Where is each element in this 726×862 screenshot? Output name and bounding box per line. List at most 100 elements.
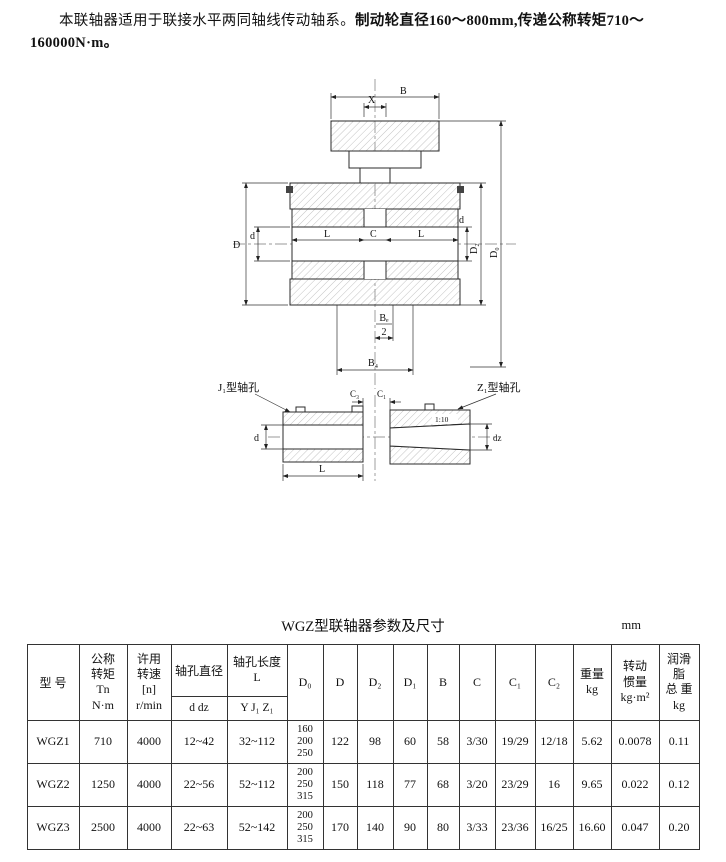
cell-D: 122 (322, 719, 358, 764)
cell-B: 68 (426, 762, 460, 807)
coupling-diagram: B X D d L C L d D₂ D₀ Bₑ 2 B₄ J₁型轴孔 Z₁型轴… (218, 78, 521, 481)
header-D2: D₂ (356, 643, 394, 721)
cell-grease: 0.11 (658, 719, 700, 764)
row-wgz3: WGZ3 2500 4000 22~63 52~142 200 250 315 … (26, 805, 700, 850)
intro-text-emphasis: 制动轮直径160～800mm,传递公称转矩710～160000N·m。 (30, 13, 645, 52)
table-body: WGZ1 710 4000 12~42 32~112 160 200 250 1… (26, 719, 700, 850)
cell-C1: 19/29 (494, 719, 536, 764)
dim-label-C1: C₁ (377, 389, 386, 399)
cell-B: 80 (426, 805, 460, 850)
cell-inertia: 0.047 (610, 805, 660, 850)
taper-label: 1:10 (435, 415, 449, 424)
cell-C2: 16/25 (534, 805, 574, 850)
cell-grease: 0.20 (658, 805, 700, 850)
row-wgz2: WGZ2 1250 4000 22~56 52~112 200 250 315 … (26, 762, 700, 807)
cell-speed: 4000 (126, 762, 172, 807)
cell-C2: 16 (534, 762, 574, 807)
header-speed: 许用 转速 [n] r/min (126, 643, 172, 721)
header-row-2: d dz Y J₁ Z₁ (27, 695, 699, 721)
cell-D2: 98 (356, 719, 394, 764)
dim-label-C3: C₃ (350, 389, 359, 399)
cell-grease: 0.12 (658, 762, 700, 807)
dim-label-B4: B₄ (368, 358, 379, 369)
cell-model: WGZ1 (26, 719, 80, 764)
header-D0: D₀ (286, 643, 324, 721)
cell-C: 3/30 (458, 719, 496, 764)
cell-C2: 12/18 (534, 719, 574, 764)
header-C1: C₁ (494, 643, 536, 721)
diagram-labels: B X D d L C L d D₂ D₀ Bₑ 2 B₄ J₁型轴孔 Z₁型轴… (218, 86, 521, 475)
cell-C1: 23/29 (494, 762, 536, 807)
cell-D0: 200 250 315 (286, 805, 324, 850)
dim-label-D2: D₂ (469, 243, 480, 254)
dim-label-Be-denominator: 2 (382, 327, 387, 338)
header-torque: 公称 转矩 Tn N·m (78, 643, 128, 721)
j1-bore-detail (254, 393, 364, 481)
cell-D1: 77 (392, 762, 428, 807)
cell-D1: 90 (392, 805, 428, 850)
header-C2: C₂ (534, 643, 574, 721)
header-D1: D₁ (392, 643, 428, 721)
dim-label-L-right: L (418, 229, 424, 240)
cell-C: 3/20 (458, 762, 496, 807)
header-bore-diameter: 轴孔直径 (170, 643, 228, 697)
header-row-1: 型 号 公称 转矩 Tn N·m 许用 转速 [n] r/min 轴孔直径 轴孔… (26, 643, 700, 721)
dim-label-Be-numerator: Bₑ (379, 313, 389, 324)
table-caption: WGZ型联轴器参数及尺寸 mm (27, 615, 699, 636)
header-bore-diameter-symbols: d dz (170, 695, 228, 721)
header-grease: 润滑脂 总 重 kg (658, 643, 700, 721)
z1-bore-detail (389, 393, 497, 465)
cell-weight: 5.62 (572, 719, 612, 764)
dimension-lines (242, 92, 506, 375)
table-header: 型 号 公称 转矩 Tn N·m 许用 转速 [n] r/min 轴孔直径 轴孔… (26, 643, 700, 721)
dim-label-dz-detail: dz (493, 433, 502, 443)
dim-label-D0: D₀ (489, 247, 500, 258)
dim-label-C: C (370, 229, 377, 240)
cell-D2: 140 (356, 805, 394, 850)
cell-inertia: 0.0078 (610, 719, 660, 764)
cell-D2: 118 (356, 762, 394, 807)
cell-torque: 2500 (78, 805, 128, 850)
j1-bore-label: J₁型轴孔 (218, 380, 259, 394)
z1-bore-label: Z₁型轴孔 (477, 380, 521, 394)
dim-label-L-left: L (324, 229, 330, 240)
table-unit-label: mm (621, 617, 641, 632)
header-weight: 重量 kg (572, 643, 612, 721)
header-bore-length: 轴孔长度 L (226, 643, 288, 697)
intro-paragraph: 本联轴器适用于联接水平两同轴线传动轴系。制动轮直径160～800mm,传递公称转… (30, 0, 696, 55)
cell-D0: 200 250 315 (286, 762, 324, 807)
header-model: 型 号 (26, 643, 80, 721)
dim-label-b: B (400, 86, 407, 97)
cell-speed: 4000 (126, 805, 172, 850)
cell-model: WGZ2 (26, 762, 80, 807)
brake-wheel (330, 120, 440, 184)
cell-bore-length: 32~112 (226, 719, 288, 764)
cell-bore-diameter: 22~56 (170, 762, 228, 807)
cell-speed: 4000 (126, 719, 172, 764)
cell-C1: 23/36 (494, 805, 536, 850)
dim-label-d-right: d (459, 215, 464, 226)
header-D: D (322, 643, 358, 721)
cell-weight: 16.60 (572, 805, 612, 850)
header-B: B (426, 643, 460, 721)
header-C: C (458, 643, 496, 721)
figure-area: B X D d L C L d D₂ D₀ Bₑ 2 B₄ J₁型轴孔 Z₁型轴… (0, 57, 726, 607)
cell-bore-length: 52~142 (226, 805, 288, 850)
cell-D: 150 (322, 762, 358, 807)
cell-inertia: 0.022 (610, 762, 660, 807)
dim-label-L-detail: L (319, 464, 325, 475)
cell-torque: 710 (78, 719, 128, 764)
dim-label-d-left: d (250, 231, 255, 242)
cell-weight: 9.65 (572, 762, 612, 807)
intro-text: 本联轴器适用于联接水平两同轴线传动轴系。 (59, 13, 355, 29)
cell-bore-length: 52~112 (226, 762, 288, 807)
coupling-body (286, 182, 464, 306)
row-wgz1: WGZ1 710 4000 12~42 32~112 160 200 250 1… (26, 719, 700, 764)
cell-D: 170 (322, 805, 358, 850)
dim-label-x: X (368, 95, 376, 106)
cell-bore-diameter: 12~42 (170, 719, 228, 764)
cell-model: WGZ3 (26, 805, 80, 850)
cell-D1: 60 (392, 719, 428, 764)
header-bore-length-types: Y J₁ Z₁ (226, 695, 288, 721)
